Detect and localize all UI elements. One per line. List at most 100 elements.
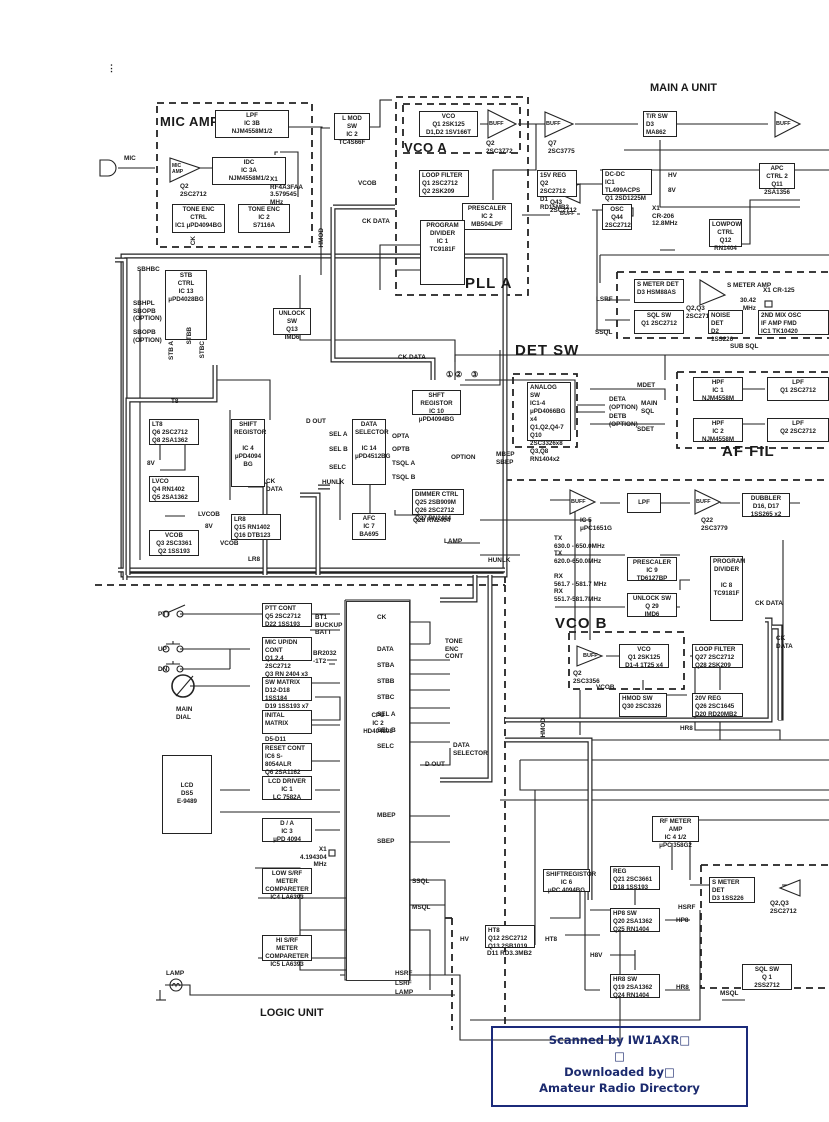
lower-smeter-amp bbox=[778, 879, 801, 897]
program-divider-ic8-block: PROGRAM DIVIDER IC 8 TC9181F bbox=[710, 556, 745, 621]
h8v-label: H8V bbox=[590, 952, 603, 959]
lamp-line-label: LAMP bbox=[395, 989, 414, 996]
lsrf-lower-label: LSRF bbox=[395, 980, 412, 987]
mic-x1-label: X1 RF4A3FAA 3.579545 MHz bbox=[270, 176, 304, 206]
vco-a-boundary bbox=[402, 103, 521, 154]
lamp-icon bbox=[169, 978, 183, 992]
cpu-pin-sbep: SBEP bbox=[377, 838, 395, 845]
vco-b-block: VCO Q1 2SK125 D1-4 1T25 x4 bbox=[619, 644, 669, 669]
logic-main-divider bbox=[95, 479, 829, 1025]
main-sql-label: MAIN SQL bbox=[641, 400, 658, 415]
option-label: OPTION bbox=[451, 454, 476, 461]
hunlk-mid-label: HUNLK bbox=[322, 479, 345, 486]
af-fil-boundary bbox=[676, 371, 829, 449]
ck-data-top-label: CK DATA bbox=[362, 218, 390, 225]
buff-q22-label: BUFF bbox=[696, 499, 711, 505]
cpu-x1-label: X1 4.194304 MHz bbox=[300, 846, 327, 868]
tone-enc-ic2-block: TONE ENC IC 2 S7116A bbox=[238, 204, 290, 233]
dimmer-ctrl-block: DIMMER CTRL Q25 2SB909M Q26 2SC2712 Q27 … bbox=[412, 489, 464, 522]
8v-label-top: 8V bbox=[668, 187, 676, 194]
reg-15v-block: 15V REG Q2 2SC2712 D1 RD15MB2 bbox=[537, 170, 577, 211]
cpu-pin-dout: D OUT bbox=[425, 761, 445, 768]
lvcob-label: LVCOB bbox=[198, 511, 220, 518]
ck-data-ic4-label: CK DATA bbox=[266, 478, 283, 493]
q43-buff-label: BUFF bbox=[560, 211, 575, 217]
hp8-sw-block: HP8 SW Q20 2SA1362 Q25 RN1404 bbox=[610, 908, 660, 933]
afc-ic7-block: AFC IC 7 BA695 bbox=[352, 513, 386, 540]
smeter-det-block: S METER DET D3 HSM88AS bbox=[634, 279, 684, 303]
vco-b-q2-label: Q2 2SC3356 bbox=[573, 670, 600, 685]
stbb-label: STBB bbox=[186, 327, 193, 345]
tsqla-label: TSQL A bbox=[392, 460, 416, 467]
cpu-pin-mbep: MBEP bbox=[377, 812, 396, 819]
sbhbc-label: SBHBC bbox=[137, 266, 160, 273]
smeter-boundary bbox=[616, 271, 829, 339]
tsqlb-label: TSQL B bbox=[392, 474, 416, 481]
ck-data-mid-label: CK DATA bbox=[398, 354, 426, 361]
cpu-pin-ck: CK bbox=[377, 614, 387, 621]
vco-a-q2-label: Q2 2SC3772 bbox=[486, 140, 513, 155]
ssql-label-top: SSQL bbox=[595, 329, 613, 336]
osc-x1-label: X1 CR-206 12.8MHz bbox=[652, 205, 678, 227]
mdet-label: MDET bbox=[637, 382, 656, 389]
cpu-pin-stbc: STBC bbox=[377, 694, 395, 701]
vco-a-block: VCO Q1 2SK125 D1,D2 1SV166T bbox=[419, 111, 478, 137]
stba-label: STB A bbox=[168, 341, 175, 360]
cpu-pin-ssql: SSQL bbox=[412, 878, 430, 885]
logic-unit-title: LOGIC UNIT bbox=[260, 1007, 324, 1019]
tr-sw-block: T/R SW D3 MA862 bbox=[643, 111, 677, 137]
opta-label: OPTA bbox=[392, 433, 410, 440]
buff-ic5-label: BUFF bbox=[571, 499, 586, 505]
smeter-amp bbox=[699, 279, 727, 306]
br2032-label: BR2032 -1T2 bbox=[313, 650, 337, 665]
smeter-x1-label: X1 CR-125 bbox=[763, 287, 795, 294]
vco-b-buff bbox=[576, 645, 604, 667]
lcd-driver-block: LCD DRIVER IC 1 LC 7582A bbox=[262, 776, 312, 801]
q43-label: Q43 2SC2712 bbox=[550, 199, 577, 214]
lpf-ic3b-block: LPF IC 3B NJM4558M1/2 bbox=[215, 110, 289, 138]
sql-sw-block: SQL SW Q1 2SC2712 bbox=[634, 310, 684, 334]
rf-meter-amp-block: RF METER AMP IC 4 1/2 μPC 358G2 bbox=[652, 816, 699, 849]
reg-q21-block: REG Q21 2SC3661 D18 1SS193 bbox=[610, 866, 660, 891]
up-label: UP bbox=[158, 646, 167, 653]
mark-2: ② bbox=[455, 370, 463, 379]
noise-det-block: NOISE DET D2 1SS226 bbox=[708, 310, 743, 343]
mark-3: ③ bbox=[471, 370, 479, 379]
vcob-block: VCOB Q3 2SC3361 Q2 1SS193 bbox=[149, 530, 199, 556]
crystal-x1-cpu bbox=[328, 849, 336, 857]
vco-b-boundary bbox=[568, 631, 685, 690]
low-s-rf-comparator-block: LOW S/RF METER COMPARETER IC4 LA6393 bbox=[262, 868, 312, 901]
vco-b-buff-label: BUFF bbox=[583, 653, 598, 659]
mic-amp-title: MIC AMP bbox=[160, 114, 220, 129]
vcob-out-label: VCOB bbox=[220, 540, 239, 547]
mic-updn-cont-block: MIC UP/DN CONT Q1,2,4 2SC2712 Q3 RN 2404… bbox=[262, 637, 312, 678]
bt1-label: BT1 BUCKUP BATT bbox=[315, 614, 343, 636]
lamp-mid-label: LAMP bbox=[444, 538, 463, 545]
hmod-sw-block: HMOD SW Q30 2SC3326 bbox=[619, 693, 667, 717]
hpf-ic2-block: HPF IC 2 NJM4558M bbox=[693, 418, 743, 443]
dubbler-block: DUBBLER D16, D17 1SS265 x2 bbox=[742, 493, 790, 518]
q7-buff bbox=[544, 111, 575, 138]
mic-jack-icon bbox=[99, 159, 117, 177]
buff-right-label: BUFF bbox=[776, 121, 791, 127]
apc-ctrl-block: APC CTRL 2 Q11 2SA1356 bbox=[759, 163, 795, 196]
loop-filter-a-block: LOOP FILTER Q1 2SC2712 Q2 2SK209 bbox=[419, 170, 469, 197]
lower-divider bbox=[440, 917, 453, 1030]
margin-mark: ⋮ bbox=[107, 63, 116, 73]
20v-reg-block: 20V REG Q26 2SC1645 D20 RD20MB2 bbox=[692, 693, 743, 718]
loop-filter-b-block: LOOP FILTER Q27 2SC2712 Q28 2SK209 bbox=[692, 644, 743, 669]
osc-q44-block: OSC Q44 2SC2712 bbox=[602, 204, 632, 230]
cpu-pin-selc: SELC bbox=[377, 743, 395, 750]
sw-matrix-block: SW MATRIX D12-D18 1SS184 D19 1SS193 x7 bbox=[262, 677, 312, 710]
smeter-det-lower-block: S METER DET D3 1SS226 bbox=[709, 877, 755, 903]
mic-amp-triangle bbox=[169, 157, 202, 183]
vcob-lower-label: VCOB bbox=[596, 684, 615, 691]
crystal-x1-smeter bbox=[764, 300, 773, 308]
hmod-lower-label: HMOD bbox=[540, 718, 547, 738]
main-dial-label: MAIN DIAL bbox=[176, 706, 193, 721]
da-ic3-block: D / A IC 3 μPD 4094 bbox=[262, 818, 312, 843]
cpu-pin-selb: SEL B bbox=[377, 727, 396, 734]
idc-ic3a-block: IDC IC 3A NJM4558M1/2 bbox=[212, 157, 286, 185]
lamp-label-lower: LAMP bbox=[166, 970, 185, 977]
selb-label: SEL B bbox=[329, 446, 348, 453]
